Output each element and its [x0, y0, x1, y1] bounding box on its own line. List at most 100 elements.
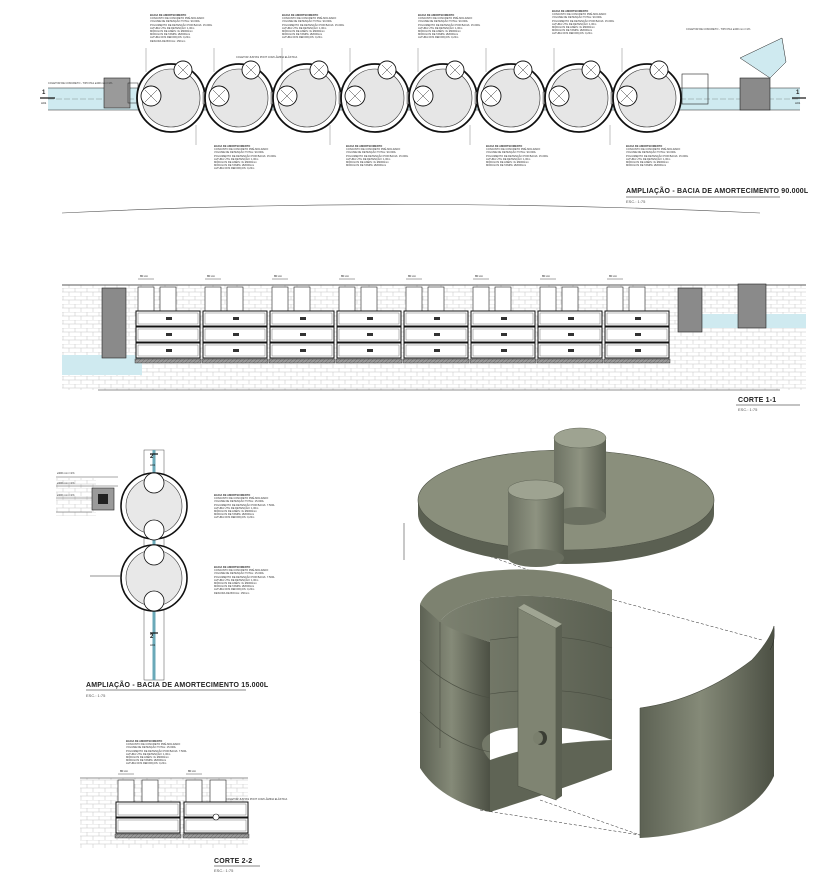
note-line: MÓDULOS DE ANÉIS: 3x Ø2000mm: [626, 161, 669, 165]
dim-label: 80 cm: [609, 274, 618, 278]
pipe-15k-2: ø300 mm i=1%: [57, 482, 75, 485]
pipe-label-1: COLETOR JUNTAS PONT COM LÂMINA ELÁSTICA: [236, 56, 298, 59]
note-line: POLUIMENTO DE DETENÇÃO POR BACIA: 15.000…: [552, 19, 615, 23]
section-1-cell: 80 cm: [402, 274, 470, 364]
plan-15k-sub-bottom: A01: [150, 643, 156, 647]
note-line: ALTURA ÚTIL DE DETENÇÃO: 1,00m: [486, 157, 531, 161]
note-line: ALTURA DOS REFORÇOS: 0,20m: [552, 32, 593, 36]
basin-row-90k: [136, 60, 682, 133]
note-line: ALTURA ÚTIL DE DETENÇÃO: 1,00m: [214, 157, 259, 161]
outlet-chamber: [681, 73, 709, 105]
note-line: BACIA DE AMORTECIMENTO: [126, 740, 163, 743]
note-line: BACIA DE AMORTECIMENTO: [214, 494, 251, 497]
section-1-cell: 80 cm: [469, 274, 537, 364]
note-line: CONJUNTO DE CONCRETO PRÉ-MOLDADO: [214, 497, 269, 501]
section-mark-right: 1: [796, 90, 800, 96]
note-line: MÓDULOS DE TAMPA: Ø2000mm: [346, 164, 387, 168]
plan-15k-title: AMPLIAÇÃO - BACIA DE AMORTECIMENTO 15.00…: [86, 682, 269, 689]
section-1-title: CORTE 1-1: [738, 397, 777, 404]
note-line: ALTURA ÚTIL DE DETENÇÃO: 1,00m: [552, 22, 597, 26]
note-line: VOLUME DE DETENÇÃO TOTAL: 90.000L: [486, 151, 537, 155]
section-1-cell: 80 cm: [603, 274, 671, 364]
dim-label: 80 cm: [542, 274, 551, 278]
note-line: MÓDULOS DE ANÉIS: 3x Ø2000mm: [418, 30, 461, 34]
note-line: ALTURA ÚTIL DE DETENÇÃO: 1,00m: [282, 26, 327, 30]
note-line: VOLUME DE DETENÇÃO TOTAL: 90.000L: [552, 16, 603, 20]
note-line: ALTURA DOS REFORÇOS: 0,20m: [214, 516, 255, 520]
note-line: CONJUNTO DE CONCRETO PRÉ-MOLDADO: [150, 17, 205, 21]
section-mark-left: 1: [42, 90, 46, 96]
note-line: VOLUME DE DETENÇÃO TOTAL: 15.000L: [214, 572, 265, 576]
note-line: POLUIMENTO DE DETENÇÃO POR BACIA: 7.500L: [126, 749, 187, 753]
plan-15k-mark-bottom: 2: [150, 634, 154, 640]
plan-15k-scale: ESC.: 1:75: [86, 693, 106, 698]
section-2-title: CORTE 2-2: [214, 858, 253, 865]
note-line: CONJUNTO DE CONCRETO PRÉ-MOLDADO: [486, 148, 541, 152]
note-line: CONJUNTO DE CONCRETO PRÉ-MOLDADO: [282, 17, 337, 21]
ring-segment-detached: [640, 626, 774, 838]
section-2-cell: 80 cm: [114, 769, 182, 839]
note-line: MÓDULOS DE ANÉIS: 3x Ø2000mm: [214, 161, 257, 165]
note-line: MÓDULOS DE ANÉIS: 3x Ø2000mm: [486, 161, 529, 165]
note-line: ALTURA DOS REFORÇOS: 0,20m: [214, 167, 255, 171]
note-line: MÓDULOS DE TAMPA: Ø2000mm: [282, 33, 323, 37]
note-line: POLUIMENTO DE DETENÇÃO POR BACIA: 15.000…: [418, 23, 481, 27]
note-line: ALTURA ÚTIL DE DETENÇÃO: 1,00m: [150, 26, 195, 30]
note-line: VOLUME DE DETENÇÃO TOTAL: 15.000L: [214, 500, 265, 504]
note-line: MÓDULOS DE TAMPA: Ø2000mm: [214, 585, 255, 589]
note-line: CONJUNTO DE CONCRETO PRÉ-MOLDADO: [214, 569, 269, 573]
note-line: ALTURA ÚTIL DE DETENÇÃO: 1,00m: [346, 157, 391, 161]
note-line: ALTURA ÚTIL DE DETENÇÃO: 1,00m: [126, 752, 171, 756]
basin-90k: [544, 60, 618, 133]
note-line: ALTURA DOS REFORÇOS: 0,20m: [150, 36, 191, 40]
plan-15k: [56, 449, 246, 691]
dim-label: 80 cm: [408, 274, 417, 278]
note-line: VOLUME DE DETENÇÃO TOTAL: 90.000L: [150, 20, 201, 24]
section-1-cell: 80 cm: [201, 274, 269, 364]
dim-label: 80 cm: [207, 274, 216, 278]
note-line: VOLUME DE DETENÇÃO TOTAL: 90.000L: [346, 151, 397, 155]
inlet-well: [101, 287, 127, 359]
note-line: MÓDULOS DE ANÉIS: 3x Ø2000mm: [214, 510, 257, 514]
pipe-label-3: COLETOR DE CONCRETO - TIPO PA1 ø400 mm i…: [686, 28, 751, 31]
basin-15k-b: [120, 544, 188, 612]
note-line: MÓDULOS DE TAMPA: Ø2000mm: [214, 164, 255, 168]
note-line: DESCIDA DE BOCAL: 150mm: [150, 39, 186, 43]
access-cylinder-2: [508, 490, 564, 558]
note-line: POLUIMENTO DE DETENÇÃO POR BACIA: 15.000…: [282, 23, 345, 27]
note-line: BACIA DE AMORTECIMENTO: [346, 145, 383, 148]
note-line: VOLUME DE DETENÇÃO TOTAL: 90.000L: [626, 151, 677, 155]
note-line: POLUIMENTO DE DETENÇÃO POR BACIA: 7.500L: [214, 503, 275, 507]
note-line: CONJUNTO DE CONCRETO PRÉ-MOLDADO: [418, 17, 473, 21]
plan-90k: [40, 37, 806, 198]
dim-label: 80 cm: [140, 274, 149, 278]
note-line: MÓDULOS DE TAMPA: Ø2000mm: [552, 29, 593, 33]
basin-90k: [204, 60, 278, 133]
basin-90k: [272, 60, 346, 133]
note-line: BACIA DE AMORTECIMENTO: [552, 10, 589, 13]
note-line: POLUIMENTO DE DETENÇÃO POR BACIA: 15.000…: [214, 154, 277, 158]
note-line: POLUIMENTO DE DETENÇÃO POR BACIA: 15.000…: [150, 23, 213, 27]
dim-label: 80 cm: [120, 769, 129, 773]
note-line: MÓDULOS DE ANÉIS: 3x Ø2000mm: [214, 582, 257, 586]
note-line: BACIA DE AMORTECIMENTO: [626, 145, 663, 148]
basin-90k: [612, 60, 682, 133]
note-line: POLUIMENTO DE DETENÇÃO POR BACIA: 15.000…: [626, 154, 689, 158]
section-sub-left: A01: [41, 101, 47, 105]
note-line: BACIA DE AMORTECIMENTO: [418, 14, 455, 17]
note-line: CONJUNTO DE CONCRETO PRÉ-MOLDADO: [626, 148, 681, 152]
section-1-cell: 80 cm: [536, 274, 604, 364]
note-line: MÓDULOS DE ANÉIS: 3x Ø2000mm: [126, 756, 169, 760]
pipe-15k-3: ø300 mm i=1%: [57, 494, 75, 497]
pipe-label-2: COLETOR DE CONCRETO - TIPO PA1 ø400 mm i…: [48, 82, 113, 85]
